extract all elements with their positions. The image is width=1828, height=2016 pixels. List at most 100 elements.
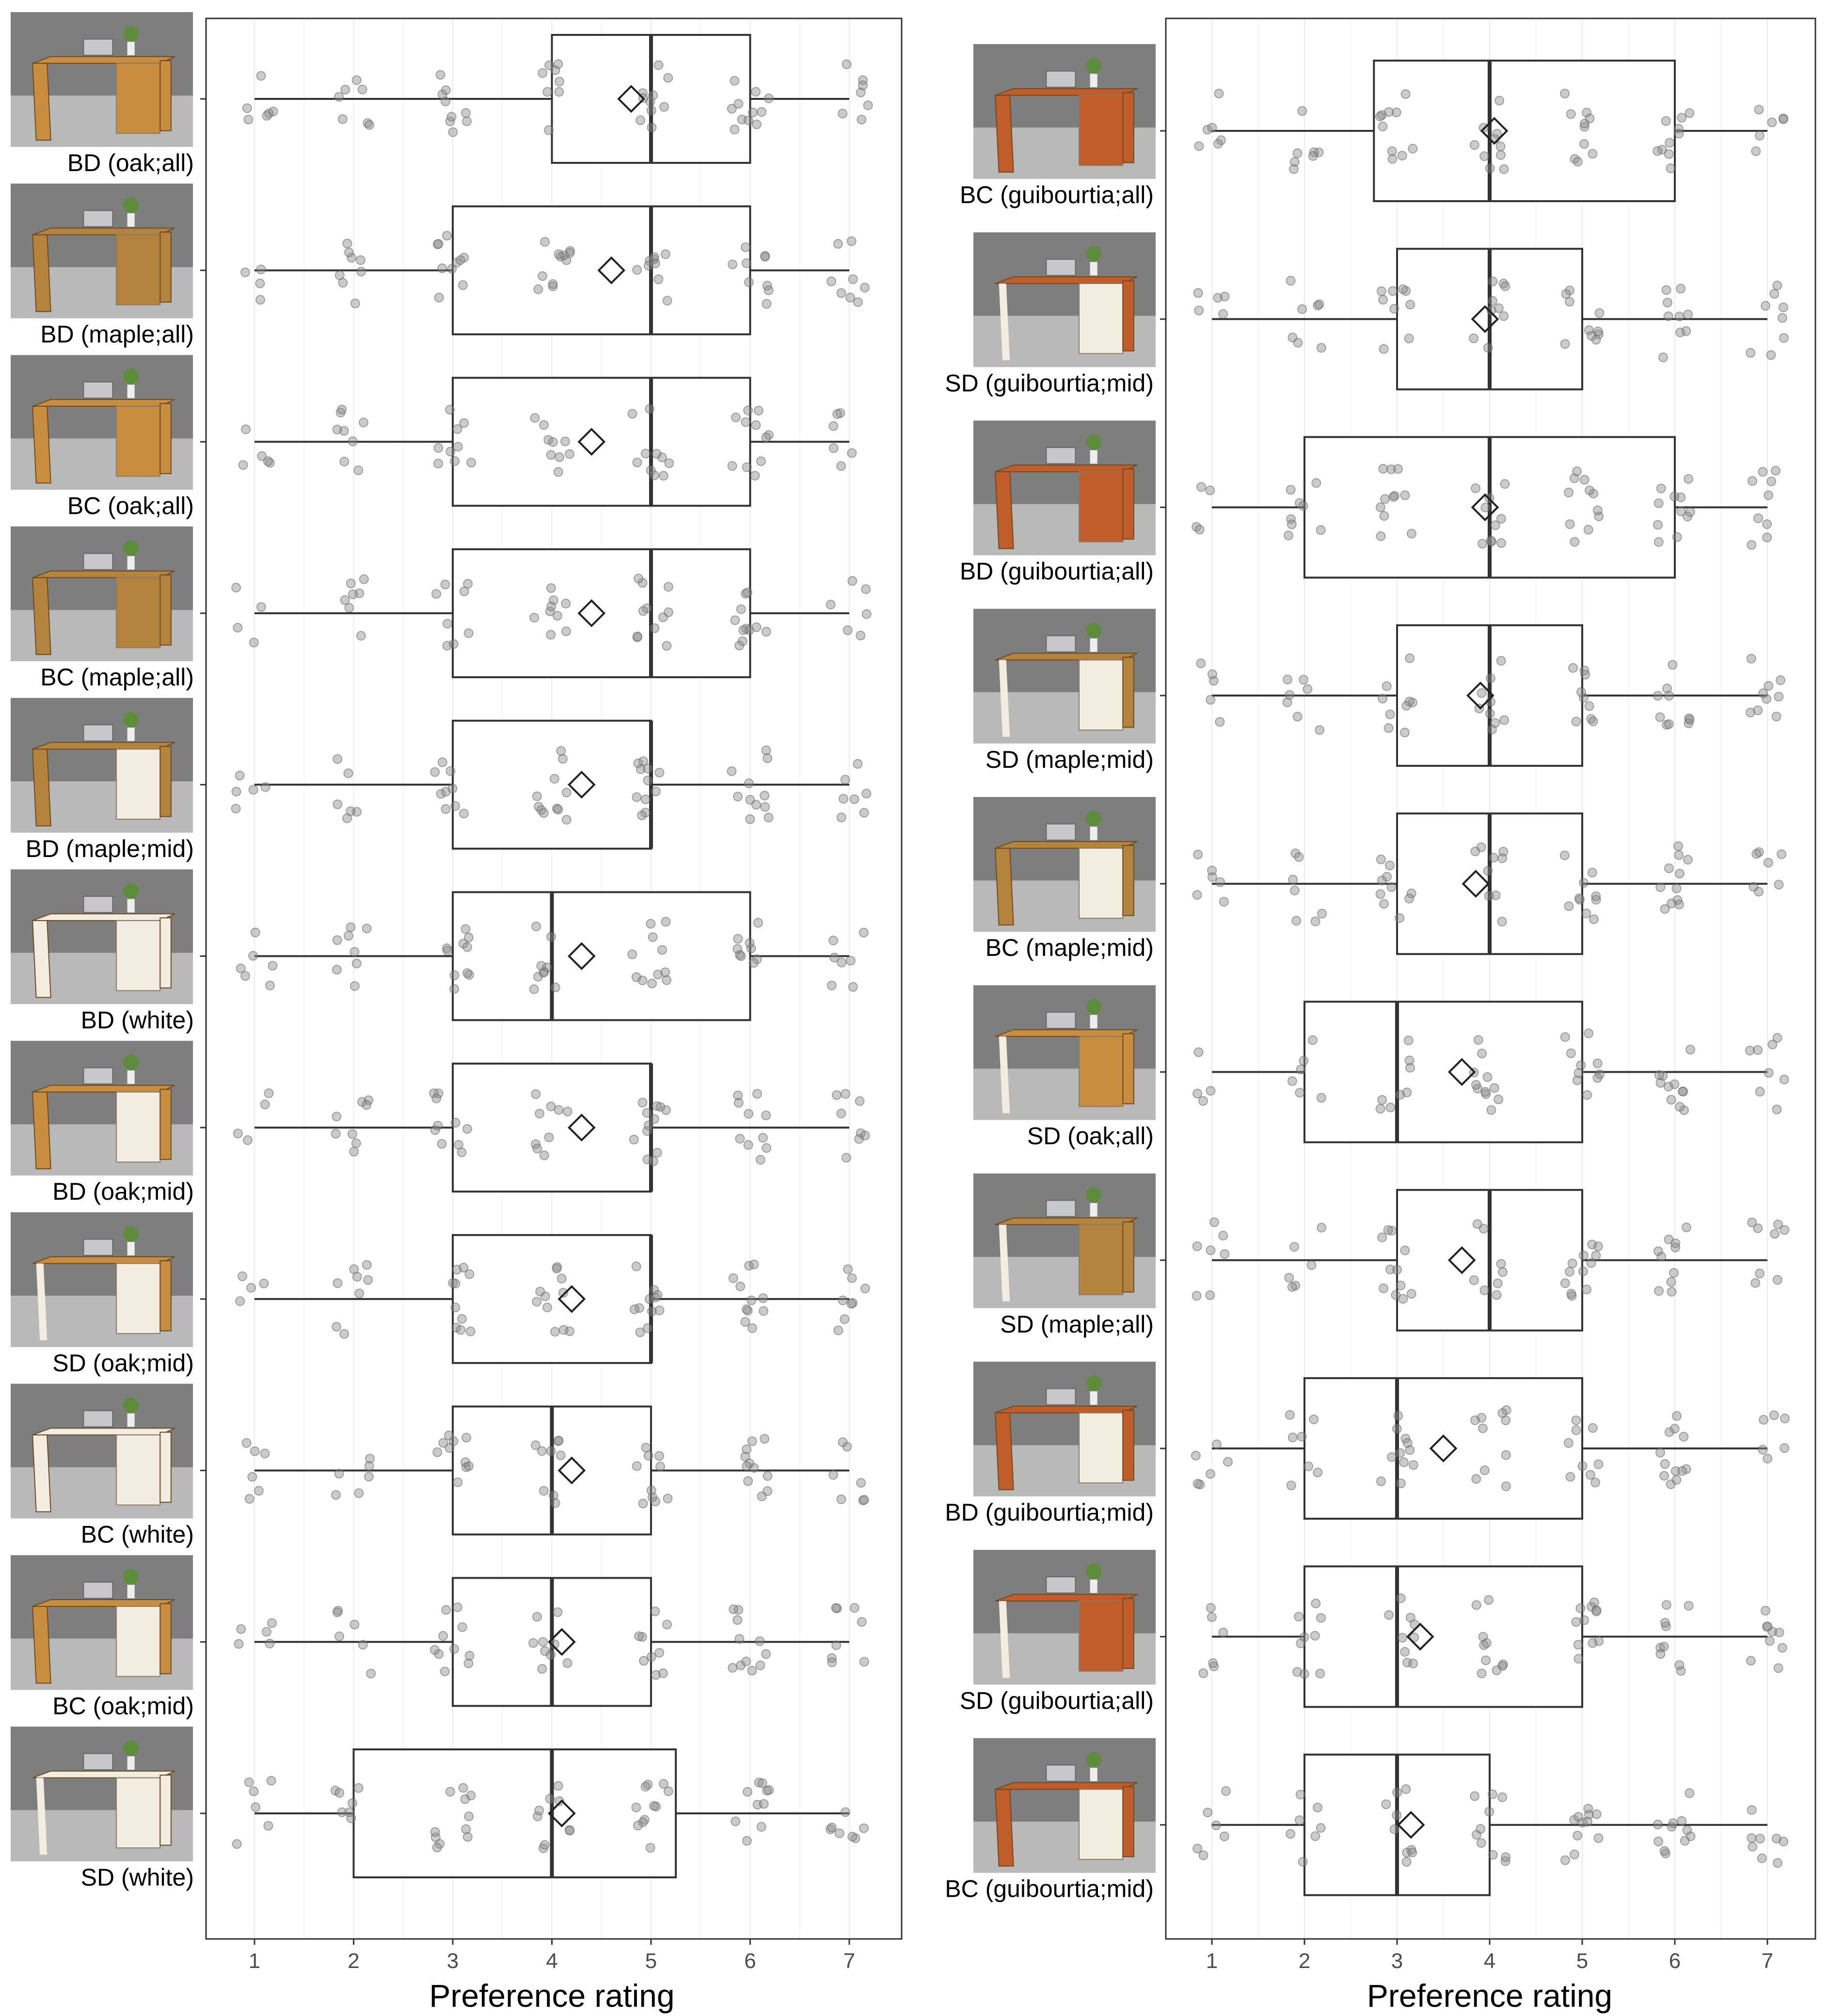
data-point xyxy=(429,1088,439,1098)
data-point xyxy=(632,265,642,275)
data-point xyxy=(549,774,559,784)
data-point xyxy=(340,84,350,95)
data-point xyxy=(1755,1269,1765,1279)
data-point xyxy=(1587,331,1597,341)
data-point xyxy=(1771,466,1781,476)
plant-icon xyxy=(1086,999,1102,1015)
data-point xyxy=(1379,511,1389,521)
plant-icon xyxy=(1086,434,1102,450)
data-point xyxy=(1206,1603,1216,1613)
plant-icon xyxy=(123,1054,139,1070)
data-point xyxy=(751,622,762,632)
data-point xyxy=(1221,1786,1231,1796)
data-point xyxy=(1660,904,1670,914)
data-point xyxy=(741,417,751,427)
data-point xyxy=(1567,1258,1577,1269)
data-point xyxy=(649,1285,659,1295)
data-point xyxy=(249,637,259,648)
drawer-side xyxy=(1122,1221,1134,1293)
data-point xyxy=(446,111,457,122)
data-point xyxy=(1476,1838,1486,1848)
data-point xyxy=(731,1816,741,1826)
data-point xyxy=(1400,89,1411,99)
data-point xyxy=(1480,502,1491,512)
data-point xyxy=(636,115,646,126)
data-point xyxy=(730,125,740,135)
data-point xyxy=(1376,531,1386,541)
data-point xyxy=(1778,302,1788,313)
data-point xyxy=(742,1461,752,1471)
data-point xyxy=(747,1666,757,1676)
data-point xyxy=(266,1776,276,1786)
drawer-side xyxy=(159,746,172,817)
data-point xyxy=(1491,890,1501,901)
data-point xyxy=(840,775,850,785)
data-point xyxy=(1774,1627,1784,1637)
drawer-side xyxy=(159,574,172,646)
mean-marker xyxy=(1471,493,1499,522)
data-point xyxy=(753,406,763,416)
data-point xyxy=(241,424,251,434)
jitter-points xyxy=(1192,464,1781,550)
data-point xyxy=(331,1128,341,1139)
desk-leg xyxy=(999,1036,1010,1113)
data-point xyxy=(550,1327,560,1337)
desk-leg xyxy=(999,1601,1010,1678)
desk-thumbnail xyxy=(973,608,1156,744)
boxplot-row: BD (white) xyxy=(11,869,869,1034)
desk-thumbnail xyxy=(11,1041,193,1176)
data-point xyxy=(1683,855,1693,865)
data-point xyxy=(1486,1105,1496,1115)
data-point xyxy=(243,1135,253,1145)
data-point xyxy=(1289,157,1300,167)
desk-top xyxy=(995,1217,1138,1225)
data-point xyxy=(840,1314,850,1324)
data-point xyxy=(461,1824,471,1834)
data-point xyxy=(1398,284,1408,294)
data-point xyxy=(531,1089,541,1099)
data-point xyxy=(735,950,745,960)
drawer-side xyxy=(1122,1033,1134,1105)
row-label: BD (maple;all) xyxy=(40,321,194,348)
data-point xyxy=(645,1843,655,1853)
plant-pot xyxy=(1090,638,1097,652)
mean-marker xyxy=(577,428,606,456)
drawer-side xyxy=(159,1260,172,1332)
data-point xyxy=(1578,1251,1589,1261)
data-point xyxy=(654,767,665,778)
jitter-points xyxy=(1192,841,1787,927)
data-point xyxy=(659,102,669,112)
x-tick-label: 6 xyxy=(744,1949,756,1973)
plant-pot xyxy=(1090,1015,1097,1029)
data-point xyxy=(650,258,660,269)
row-label: BD (maple;mid) xyxy=(26,835,194,862)
data-point xyxy=(1316,343,1326,353)
data-point xyxy=(1393,464,1403,474)
data-point xyxy=(1582,1090,1592,1100)
data-point xyxy=(1492,1290,1502,1300)
data-point xyxy=(853,759,863,769)
data-point xyxy=(841,1089,851,1099)
data-point xyxy=(1771,712,1781,722)
data-point xyxy=(1294,852,1304,862)
laptop-icon xyxy=(1046,258,1076,276)
data-point xyxy=(1404,333,1414,344)
data-point xyxy=(648,1156,658,1166)
data-point xyxy=(354,1288,365,1299)
data-point xyxy=(640,1781,651,1792)
iqr-box xyxy=(1303,1377,1583,1520)
data-point xyxy=(1316,1613,1326,1623)
data-point xyxy=(546,602,556,612)
data-point xyxy=(1764,1068,1774,1078)
data-point xyxy=(240,267,250,277)
data-point xyxy=(1564,487,1574,497)
data-point xyxy=(1666,1277,1676,1287)
data-point xyxy=(1288,333,1298,343)
desk-panel xyxy=(995,847,1014,926)
data-point xyxy=(747,1323,757,1333)
data-point xyxy=(1310,916,1320,926)
data-point xyxy=(1779,1837,1789,1847)
plant-icon xyxy=(1086,58,1102,74)
data-point xyxy=(1206,695,1216,705)
data-point xyxy=(1745,1046,1755,1056)
